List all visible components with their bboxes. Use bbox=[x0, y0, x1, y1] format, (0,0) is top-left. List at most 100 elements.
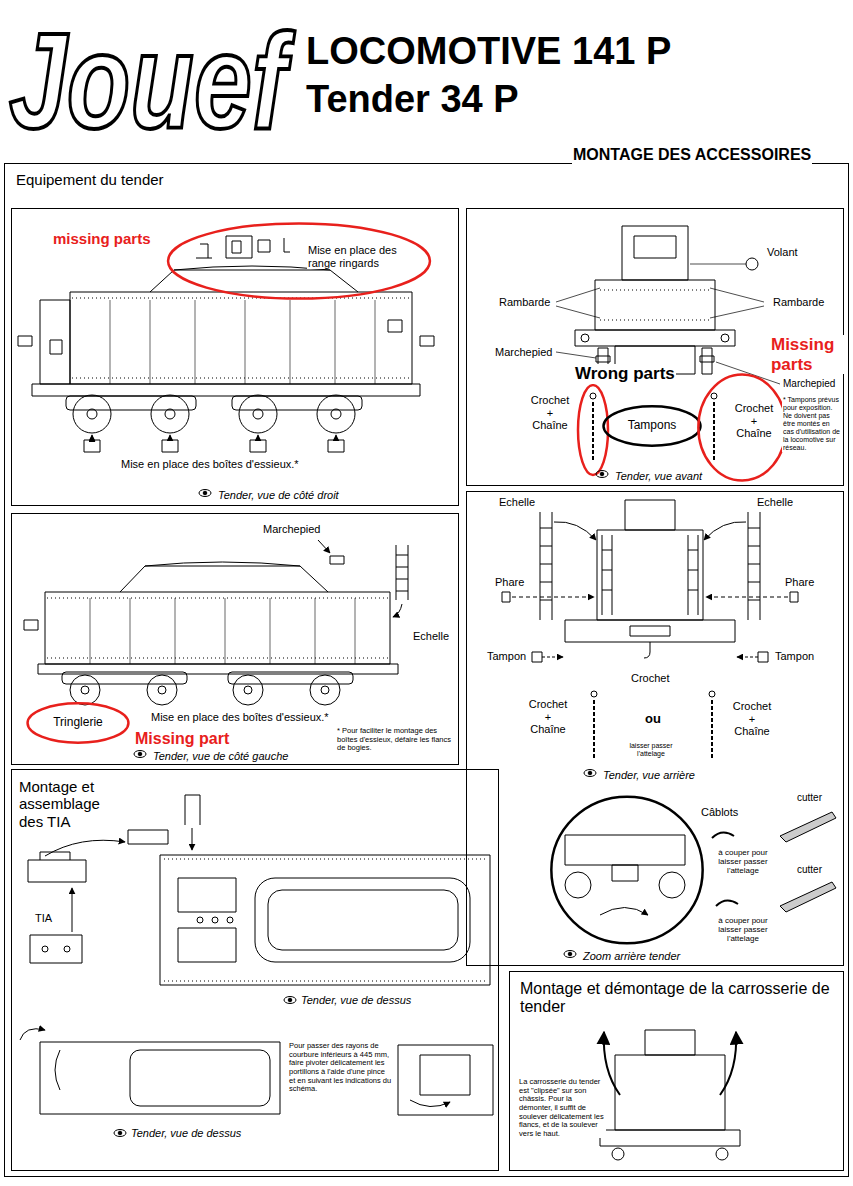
tender-right-side-drawing bbox=[258, 435, 259, 439]
tender-rear-drawing bbox=[602, 550, 698, 590]
part-label: Mise en place des boîtes d'essieux.* bbox=[150, 711, 330, 724]
callout-outline bbox=[28, 703, 129, 742]
tender-rear-drawing bbox=[542, 657, 563, 658]
tender-left-side-drawing bbox=[120, 566, 328, 592]
tender-left-side-drawing bbox=[233, 675, 263, 705]
tia-drawing bbox=[55, 1050, 60, 1090]
body-removal-drawing bbox=[615, 1055, 725, 1130]
tender-rear-drawing bbox=[712, 832, 734, 838]
tender-rear-drawing bbox=[625, 500, 675, 530]
view-panel: Tender, vue arrièreZoom arrière tender bbox=[466, 491, 844, 966]
note-text: à couper pour laisser passer l'attelage bbox=[710, 916, 776, 944]
tender-left-side-drawing bbox=[310, 675, 340, 705]
tia-drawing bbox=[410, 1100, 450, 1107]
tender-left-side-drawing bbox=[147, 675, 177, 705]
callout-ellipse: TringlerieMissing part bbox=[26, 702, 130, 744]
eye-icon bbox=[596, 471, 608, 478]
note-text: * Pour faciliter le montage des boîtes d… bbox=[336, 727, 456, 753]
tia-drawing bbox=[227, 917, 233, 923]
eye-icon bbox=[288, 998, 292, 1002]
part-label: Crochet + Chaîne bbox=[528, 394, 572, 432]
tender-front-drawing bbox=[721, 334, 729, 342]
tia-drawing bbox=[164, 859, 486, 981]
tia-drawing bbox=[72, 888, 73, 932]
tender-front-drawing bbox=[713, 402, 715, 460]
tender-right-side-drawing bbox=[66, 396, 196, 410]
tender-rear-drawing bbox=[709, 691, 715, 697]
assembly-panel: Montage et assemblage des TIA bbox=[11, 769, 499, 1171]
section-heading: MONTAGE DES ACCESSOIRES bbox=[572, 146, 812, 164]
tender-rear-drawing bbox=[780, 812, 836, 842]
tender-left-side-drawing bbox=[321, 686, 329, 694]
tender-right-side-drawing bbox=[196, 244, 212, 258]
assembly-panel: Montage et démontage de la carrosserie d… bbox=[509, 971, 844, 1171]
tia-drawing bbox=[40, 852, 70, 860]
tender-right-side-drawing bbox=[18, 336, 434, 346]
tia-drawing bbox=[197, 917, 203, 923]
node-heading: Wrong parts bbox=[574, 364, 676, 384]
tia-drawing bbox=[268, 890, 458, 950]
node-text: Missing part bbox=[134, 730, 230, 748]
tender-rear-drawing bbox=[780, 882, 836, 912]
body-removal-drawing bbox=[645, 1030, 695, 1055]
eye-icon bbox=[600, 472, 604, 476]
node-heading: Equipement du tender bbox=[15, 171, 165, 188]
tender-right-side-drawing bbox=[40, 300, 70, 384]
eye-icon bbox=[138, 752, 142, 756]
zoom-circle: Zoom arrière tender bbox=[549, 792, 705, 948]
view-caption: Tender, vue de dessus bbox=[300, 994, 412, 1007]
node-heading: missing parts bbox=[52, 230, 152, 247]
tender-right-side-drawing bbox=[50, 340, 62, 354]
part-label: Echelle bbox=[412, 630, 450, 643]
tender-rear-drawing bbox=[540, 512, 552, 620]
tia-drawing bbox=[185, 795, 200, 825]
tender-right-side-drawing bbox=[388, 320, 402, 332]
eye-icon bbox=[134, 751, 146, 758]
tia-drawing bbox=[64, 946, 70, 952]
tia-drawing bbox=[130, 1050, 270, 1106]
part-label: Echelle bbox=[756, 496, 794, 509]
frame-panel: Equipement du tenderTender, vue de côté … bbox=[4, 163, 849, 1177]
node-heading: Tender, vue avant bbox=[614, 470, 703, 483]
tender-right-side-drawing bbox=[92, 436, 93, 438]
note-text: Pour passer des rayons de courbure infér… bbox=[288, 1042, 394, 1094]
note-text: La carrosserie du tender est "clipsée" s… bbox=[518, 1078, 606, 1138]
tender-front-drawing bbox=[575, 330, 735, 346]
tender-left-side-drawing bbox=[318, 540, 330, 553]
part-label: Tampon bbox=[486, 650, 527, 663]
tia-drawing bbox=[420, 1055, 470, 1095]
view-caption: Tender, vue de dessus bbox=[130, 1127, 242, 1140]
tender-right-side-drawing bbox=[232, 241, 241, 253]
body-removal-drawing bbox=[600, 1130, 740, 1146]
node-text: Tampons bbox=[627, 419, 678, 433]
tia-drawing bbox=[20, 1029, 45, 1040]
tender-left-side-drawing bbox=[62, 672, 187, 684]
brand-logo: Jouef bbox=[8, 14, 287, 149]
tender-left-side-drawing bbox=[70, 675, 100, 705]
part-label: Tampon bbox=[774, 650, 815, 663]
part-label: Crochet bbox=[630, 672, 671, 685]
tia-drawing bbox=[178, 928, 236, 962]
tia-drawing bbox=[192, 828, 193, 850]
tia-drawing bbox=[128, 830, 168, 844]
page-title: LOCOMOTIVE 141 P Tender 34 P bbox=[305, 28, 757, 123]
eye-icon bbox=[114, 1130, 126, 1137]
tender-rear-drawing bbox=[704, 522, 746, 540]
part-label: Marchepied bbox=[262, 523, 321, 536]
tender-rear-drawing bbox=[612, 865, 638, 881]
tender-left-side-drawing bbox=[45, 592, 390, 664]
eye-icon bbox=[584, 770, 596, 777]
note-text: à couper pour laisser passer l'attelage bbox=[710, 848, 776, 876]
tender-front-drawing bbox=[700, 356, 714, 362]
tender-right-side-drawing bbox=[110, 300, 375, 384]
part-label: TIA bbox=[34, 912, 53, 925]
tender-left-side-drawing bbox=[24, 540, 408, 705]
callout-ellipse: Missing partsCrochet + Chaîne bbox=[697, 371, 787, 484]
node-text: Mise en place des range ringards bbox=[307, 244, 407, 269]
tool-label: cutter bbox=[796, 792, 823, 804]
tender-right-side-drawing bbox=[18, 236, 434, 452]
tender-rear-drawing bbox=[532, 652, 542, 662]
node-heading: Tender, vue arrière bbox=[602, 769, 696, 782]
tender-right-side-drawing bbox=[331, 409, 341, 419]
tender-right-side-drawing bbox=[253, 409, 263, 419]
